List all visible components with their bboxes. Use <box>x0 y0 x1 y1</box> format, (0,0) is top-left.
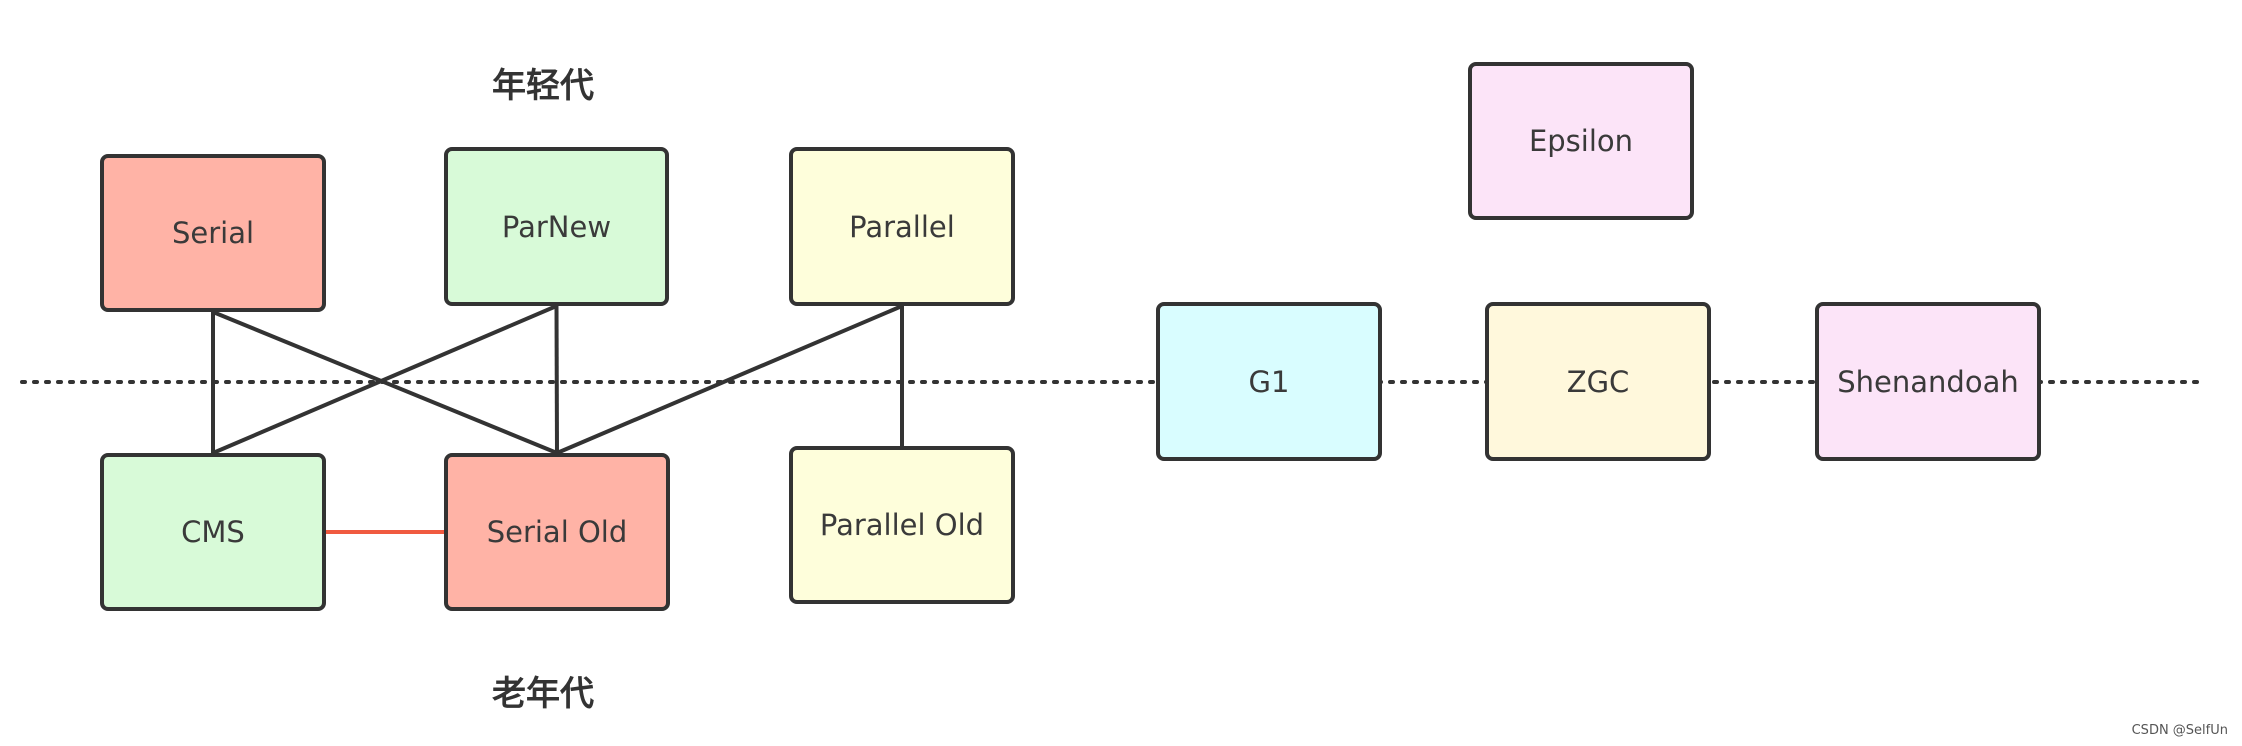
g1-node: G1 <box>1156 302 1382 461</box>
epsilon-node: Epsilon <box>1468 62 1694 220</box>
young-generation-label: 年轻代 <box>492 66 594 106</box>
edges-layer <box>211 304 904 534</box>
cms-node: CMS <box>100 453 326 611</box>
edge-parallel-serial-old <box>556 304 903 455</box>
serial-old-node: Serial Old <box>444 453 670 611</box>
parallel-node: Parallel <box>789 147 1015 306</box>
zgc-node: ZGC <box>1485 302 1711 461</box>
shenandoah-node: Shenandoah <box>1815 302 2041 461</box>
parnew-node: ParNew <box>444 147 669 306</box>
edge-serial-serial-old <box>212 310 558 455</box>
serial-node: Serial <box>100 154 326 312</box>
edge-parnew-serial-old <box>554 305 559 454</box>
edge-parnew-cms <box>212 304 558 455</box>
parallel-old-node: Parallel Old <box>789 446 1015 604</box>
old-generation-label: 老年代 <box>492 674 594 714</box>
watermark: CSDN @SelfUn <box>2131 723 2228 738</box>
